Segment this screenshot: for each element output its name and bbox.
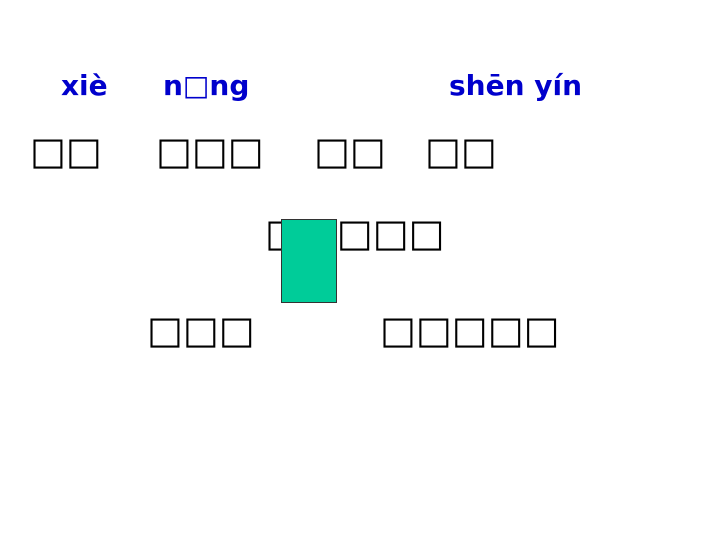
green-cover-block <box>281 219 337 303</box>
pinyin-nong: n□ng <box>163 69 250 102</box>
word-2: □□□ <box>156 129 264 173</box>
phrase-left: □□□ <box>147 308 255 352</box>
pinyin-xie: xiè <box>61 69 108 102</box>
word-4: □□ <box>425 129 497 173</box>
phrase-right: □□□□□ <box>380 308 560 352</box>
pinyin-shenyin: shēn yín <box>449 69 583 102</box>
word-3: □□ <box>314 129 386 173</box>
word-1: □□ <box>30 129 102 173</box>
